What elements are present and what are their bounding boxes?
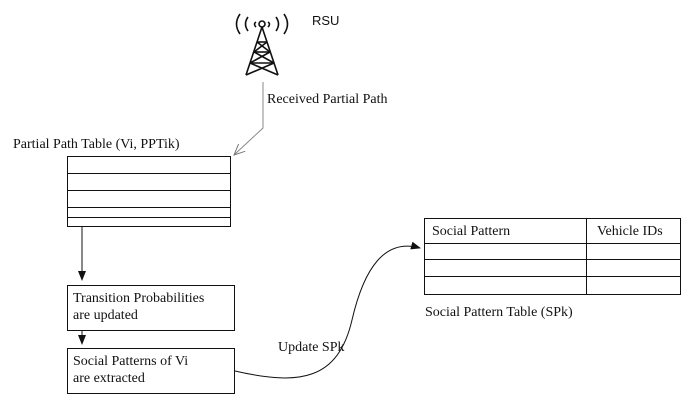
social-pattern-col-header: Social Pattern <box>432 224 511 239</box>
received-path-arrow <box>234 82 264 155</box>
social-pattern-table-title: Social Pattern Table (SPk) <box>425 305 573 320</box>
social-patterns-line-1: Social Patterns of Vi <box>73 354 189 369</box>
rsu-label: RSU <box>312 13 340 28</box>
update-spk-arrow <box>234 241 421 379</box>
transition-box <box>67 285 235 331</box>
radio-tower-icon <box>235 13 289 76</box>
transition-box-text: Transition Probabilities are updated <box>73 290 204 324</box>
update-spk-label: Update SPk <box>278 340 345 355</box>
received-partial-path-label: Received Partial Path <box>267 92 388 107</box>
social-patterns-box-text: Social Patterns of Vi are extracted <box>73 353 188 387</box>
social-patterns-box <box>67 348 235 394</box>
social-patterns-line-2: are extracted <box>73 371 145 386</box>
partial-path-table-title: Partial Path Table (Vi, PPTik) <box>13 137 180 152</box>
social-pattern-table <box>424 218 681 295</box>
vehicle-ids-col-header: Vehicle IDs <box>597 224 663 239</box>
transition-line-1: Transition Probabilities <box>73 291 205 306</box>
partial-path-table <box>67 156 231 227</box>
transition-line-2: are updated <box>73 308 138 323</box>
